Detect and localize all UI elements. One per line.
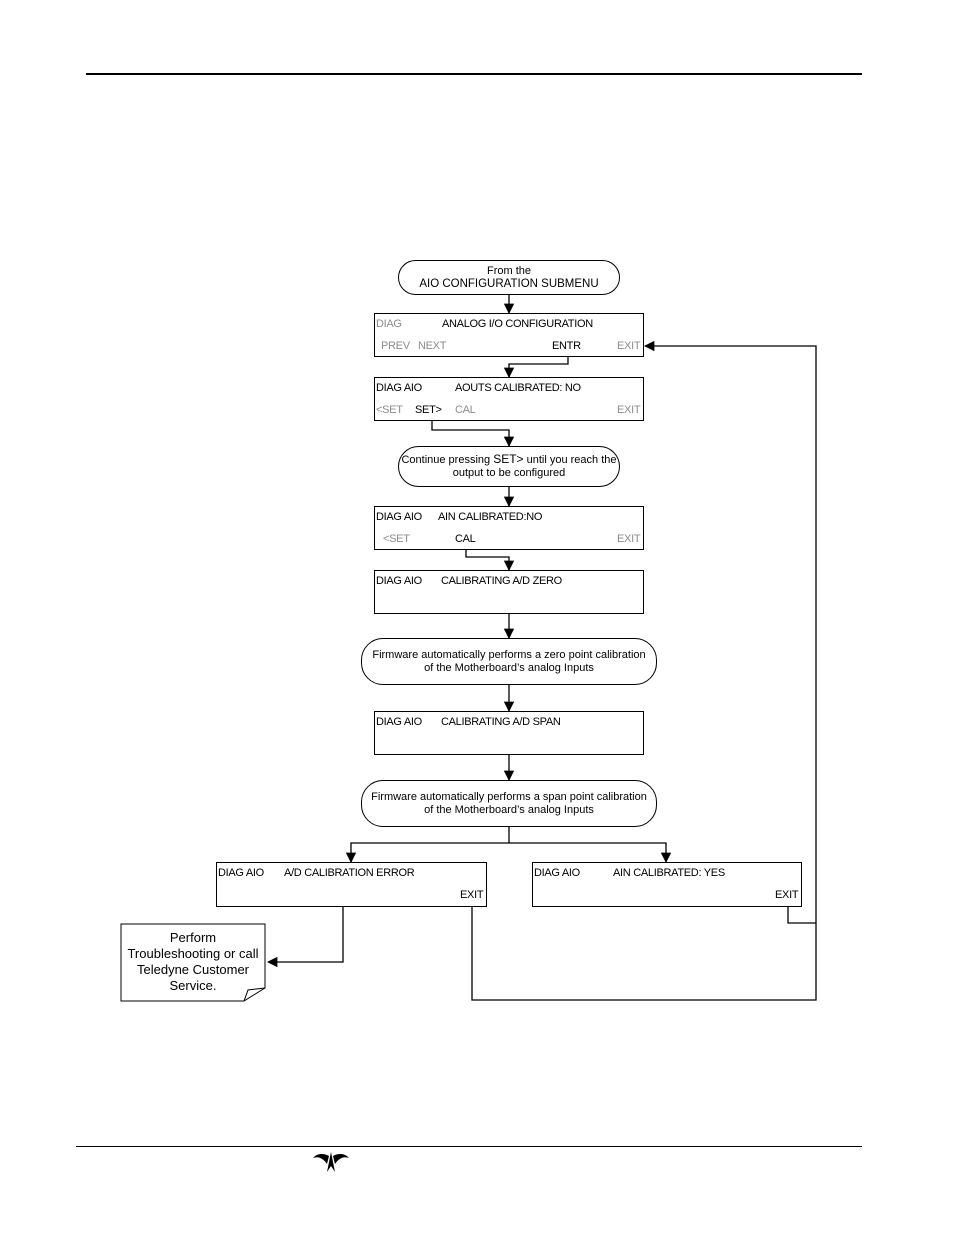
start-line-1: From the <box>486 264 531 277</box>
trouble-line-3: Teledyne Customer <box>137 962 249 977</box>
screen-aouts-calibrated: DIAG AIO AOUTS CALIBRATED: NO <SET SET> … <box>374 377 644 421</box>
trouble-note-shape <box>120 923 266 1002</box>
arrow-error-to-trouble <box>266 905 344 968</box>
zero-calibration-node: Firmware automatically performs a zero p… <box>361 638 657 685</box>
set-prev-key[interactable]: <SET <box>376 404 403 416</box>
set-key-text: SET> <box>493 452 524 466</box>
exit-key[interactable]: EXIT <box>617 340 641 352</box>
teledyne-logo-icon <box>313 1152 349 1172</box>
set-next-key[interactable]: SET> <box>415 404 442 416</box>
continue-line-1: Continue pressing SET> until you reach t… <box>401 452 617 467</box>
exit-key[interactable]: EXIT <box>460 889 484 901</box>
continue-node: Continue pressing SET> until you reach t… <box>398 446 620 487</box>
screen-mode: DIAG AIO <box>534 867 580 879</box>
set-prev-key[interactable]: <SET <box>383 533 410 545</box>
cal-key[interactable]: CAL <box>455 533 476 545</box>
screen-message: CALIBRATING A/D SPAN <box>441 716 561 728</box>
screen-calibrating-zero: DIAG AIO CALIBRATING A/D ZERO <box>374 570 644 614</box>
screen-mode: DIAG AIO <box>218 867 264 879</box>
continue-line-2: output to be configured <box>452 467 566 479</box>
screen-mode: DIAG AIO <box>376 575 422 587</box>
screen-message: CALIBRATING A/D ZERO <box>441 575 562 587</box>
loop-yes-exit <box>787 902 816 924</box>
screen-message: AIN CALIBRATED:NO <box>438 511 543 523</box>
next-key[interactable]: NEXT <box>418 340 447 352</box>
screen-aio-config: DIAG ANALOG I/O CONFIGURATION PREV NEXT … <box>374 313 644 357</box>
exit-key[interactable]: EXIT <box>617 404 641 416</box>
screen-mode: DIAG AIO <box>376 382 422 394</box>
footer-rule <box>76 1146 862 1147</box>
header-rule <box>86 73 862 75</box>
trouble-line-4: Service. <box>169 978 217 993</box>
screen-message: AOUTS CALIBRATED: NO <box>455 382 581 394</box>
cal-key[interactable]: CAL <box>455 404 476 416</box>
entr-key[interactable]: ENTR <box>552 340 581 352</box>
arrow-cal-to-zero <box>465 549 515 572</box>
zero-note-line-2: of the Motherboard’s analog Inputs <box>424 661 594 674</box>
arrow-set-to-continue <box>431 420 515 448</box>
screen-calibrating-span: DIAG AIO CALIBRATING A/D SPAN <box>374 711 644 755</box>
branch-line <box>345 827 510 864</box>
screen-mode: DIAG <box>376 318 402 330</box>
span-note-line-2: of the Motherboard’s analog Inputs <box>424 803 594 816</box>
screen-title: ANALOG I/O CONFIGURATION <box>442 318 593 330</box>
exit-key[interactable]: EXIT <box>617 533 641 545</box>
screen-mode: DIAG AIO <box>376 716 422 728</box>
exit-key[interactable]: EXIT <box>775 889 799 901</box>
screen-message: A/D CALIBRATION ERROR <box>284 867 415 879</box>
loop-error-exit <box>471 340 817 1001</box>
arrow-entr-to-aouts <box>503 357 569 379</box>
screen-mode: DIAG AIO <box>376 511 422 523</box>
trouble-line-2: Troubleshooting or call <box>127 946 259 961</box>
start-line-2: AIO CONFIGURATION SUBMENU <box>419 277 599 290</box>
troubleshooting-note: Perform Troubleshooting or call Teledyne… <box>121 930 265 994</box>
span-note-line-1: Firmware automatically performs a span p… <box>371 790 647 803</box>
trouble-line-1: Perform <box>169 930 217 945</box>
screen-ain-calibrated-no: DIAG AIO AIN CALIBRATED:NO <SET CAL EXIT <box>374 506 644 550</box>
span-calibration-node: Firmware automatically performs a span p… <box>361 780 657 827</box>
zero-note-line-1: Firmware automatically performs a zero p… <box>372 648 646 661</box>
branch-line-yes <box>509 842 672 864</box>
start-node: From the AIO CONFIGURATION SUBMENU <box>398 260 620 295</box>
screen-calibration-error: DIAG AIO A/D CALIBRATION ERROR EXIT <box>216 862 487 907</box>
screen-message: AIN CALIBRATED: YES <box>613 867 725 879</box>
screen-ain-calibrated-yes: DIAG AIO AIN CALIBRATED: YES EXIT <box>532 862 802 907</box>
prev-key[interactable]: PREV <box>381 340 410 352</box>
